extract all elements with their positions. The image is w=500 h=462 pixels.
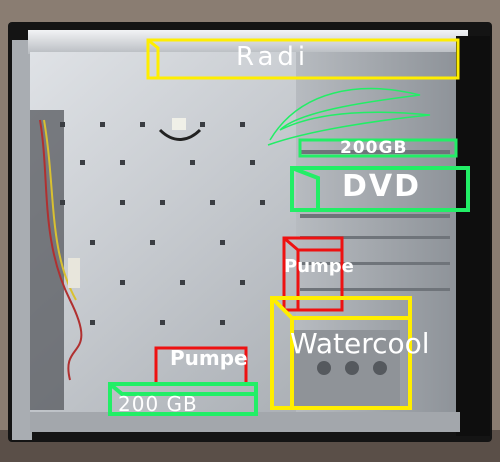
label-watercool: Watercool [290,327,430,360]
radiator-outline [146,38,460,80]
watercool-outline [270,296,412,410]
bottom-rail [30,412,460,432]
case-left-edge [12,40,32,440]
molex-connector [172,118,186,130]
label-hdd-top: 200GB [340,138,408,158]
front-bezel [456,36,490,436]
label-hdd-bottom: 200 GB [118,392,198,416]
cable-red [39,119,83,381]
scribble-mark [267,87,431,146]
watercool-port-1 [317,361,331,375]
cable-yellow [43,119,77,301]
drive-bay-slots [300,150,450,291]
watercool-port-3 [373,361,387,375]
label-pump-bottom: Pumpe [170,346,248,370]
rear-io-shadow [30,110,64,410]
power-connector [68,258,80,288]
label-radiator: Radi [236,42,310,72]
watercool-port-2 [345,361,359,375]
top-rail [28,30,468,54]
dvd-outline [290,166,470,212]
label-dvd: DVD [342,169,422,204]
label-pump-top: Pumpe [284,256,354,277]
hdd-bottom-outline [108,382,258,416]
cable-black [158,128,202,141]
hdd-top-outline [298,138,458,158]
